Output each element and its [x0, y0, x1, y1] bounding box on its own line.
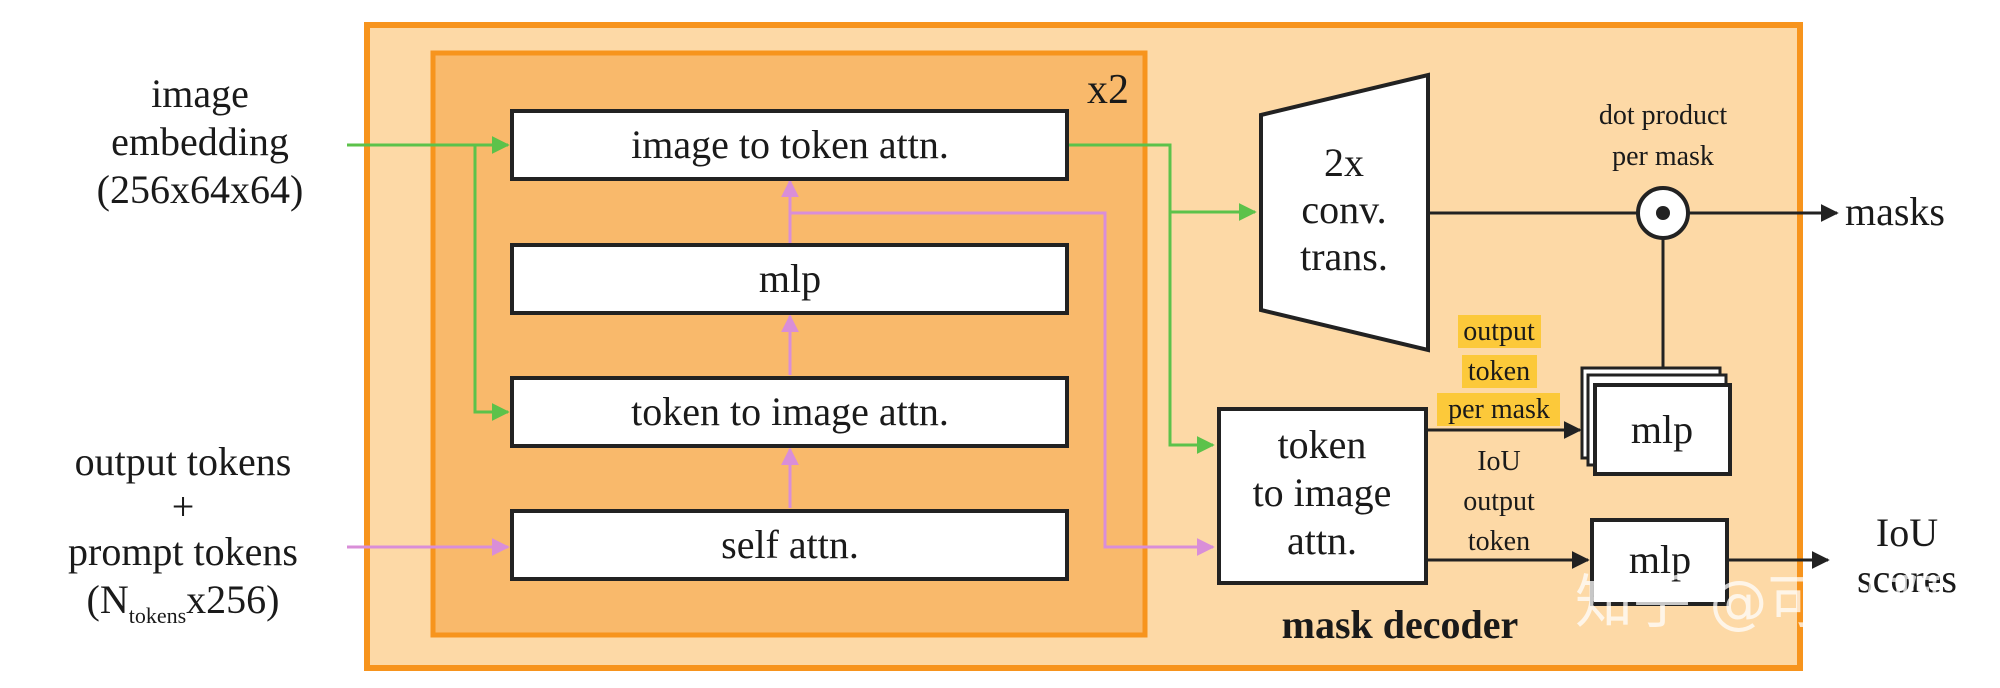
iou-scores-label-line2: scores: [1857, 556, 1957, 601]
ntokens-subscript: tokens: [129, 603, 186, 628]
ntokens-label: (Ntokensx256): [87, 577, 280, 628]
final-token-to-image-box: [1217, 407, 1428, 585]
iou-token-label-line1: IoU: [1477, 446, 1521, 477]
token-arrows: [347, 179, 1215, 556]
output-tokens-label: output tokens: [75, 439, 292, 484]
conv-trans-block: [1259, 72, 1430, 353]
dot-product-label-line1: dot product: [1599, 100, 1728, 131]
output-token-label-line3: per mask: [1448, 394, 1550, 425]
mlp-box: [510, 243, 1069, 315]
self-attn-box: [510, 509, 1069, 581]
iou-mlp-label: mlp: [1629, 537, 1691, 582]
final-attn-label-line2: to image: [1253, 470, 1392, 515]
plus-label: +: [172, 484, 195, 529]
mask-decoder-title: mask decoder: [1282, 602, 1519, 647]
mlp-label: mlp: [759, 256, 821, 301]
image-to-token-attn-box: [510, 109, 1069, 181]
output-token-highlight-1: [1458, 315, 1541, 348]
image-embedding-label-line3: (256x64x64): [97, 167, 304, 212]
token-to-image-attn-box: [510, 376, 1069, 448]
ntokens-open: (N: [87, 577, 129, 622]
ntokens-close: x256): [186, 577, 279, 622]
image-embedding-label-line2: embedding: [111, 119, 289, 164]
image-to-token-attn-label: image to token attn.: [631, 122, 949, 167]
conv-trans-label-line1: 2x: [1324, 140, 1364, 185]
dot-product-label-line2: per mask: [1612, 141, 1714, 172]
image-embedding-arrows: [347, 136, 1257, 454]
repeat-label: x2: [1087, 67, 1129, 113]
zhihu-watermark: 知乎 @可以啊: [1575, 568, 1941, 636]
output-token-highlight-3: [1437, 393, 1560, 426]
final-attn-label-line1: token: [1278, 422, 1367, 467]
conv-trans-label-line3: trans.: [1300, 234, 1388, 279]
mask-mlp-label: mlp: [1631, 407, 1693, 452]
image-embedding-label-line1: image: [151, 71, 249, 116]
output-token-label-line2: token: [1468, 356, 1530, 387]
self-attn-label: self attn.: [721, 522, 859, 567]
mask-mlp-box: [1593, 383, 1732, 476]
output-arrows: [1426, 204, 1839, 569]
iou-token-label-line2: output: [1463, 486, 1535, 517]
token-to-image-attn-label: token to image attn.: [631, 389, 949, 434]
output-token-label-line1: output: [1463, 316, 1535, 347]
prompt-tokens-label: prompt tokens: [68, 529, 298, 574]
iou-mlp-box: [1590, 518, 1729, 606]
output-token-highlight-2: [1462, 355, 1537, 388]
mask-mlp-stack: mlp: [1580, 366, 1732, 476]
conv-trans-label-line2: conv.: [1301, 187, 1386, 232]
masks-output-label: masks: [1845, 189, 1945, 234]
dot-product-dot: [1656, 206, 1670, 220]
final-attn-label-line3: attn.: [1287, 518, 1357, 563]
iou-token-label-line3: token: [1468, 526, 1530, 557]
iou-scores-label-line1: IoU: [1876, 510, 1938, 555]
